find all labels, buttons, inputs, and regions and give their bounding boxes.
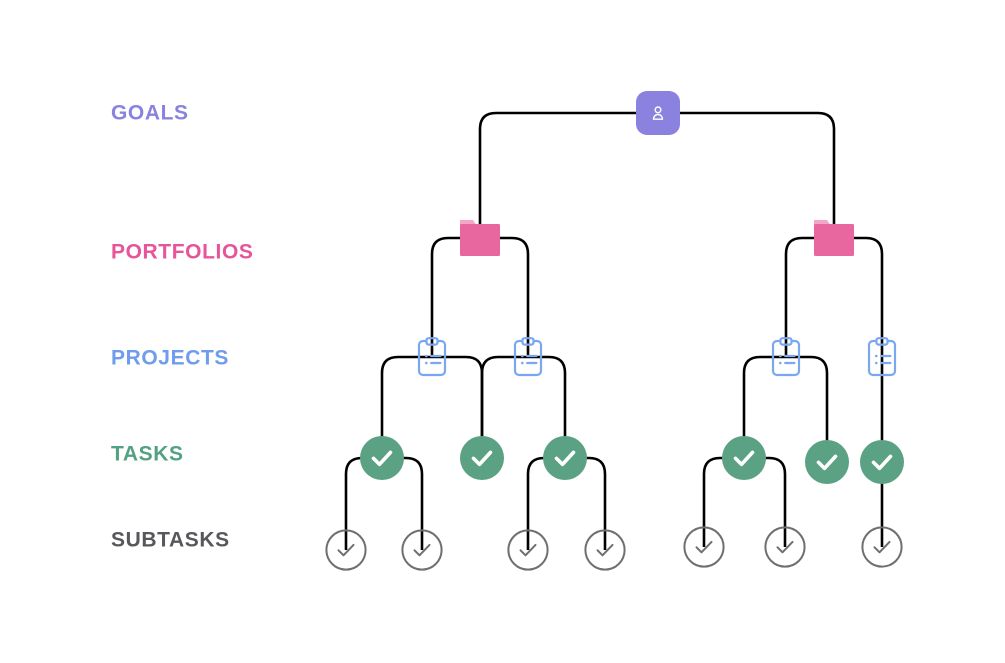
clipboard-list-icon <box>769 336 803 378</box>
check-circle-filled-icon <box>543 436 587 480</box>
task-node-t4[interactable] <box>722 436 766 480</box>
portfolio-node-p2[interactable] <box>811 217 857 259</box>
clipboard-list-icon <box>415 336 449 378</box>
subtask-node-s3[interactable] <box>507 529 549 571</box>
task-node-t1[interactable] <box>360 436 404 480</box>
clipboard-list-icon <box>865 336 899 378</box>
project-node-pr4[interactable] <box>865 336 899 378</box>
task-node-t6[interactable] <box>860 440 904 484</box>
task-node-t3[interactable] <box>543 436 587 480</box>
row-label-portfolios: PORTFOLIOS <box>111 240 254 264</box>
project-node-pr1[interactable] <box>415 336 449 378</box>
subtask-node-s4[interactable] <box>584 529 626 571</box>
subtask-node-s2[interactable] <box>401 529 443 571</box>
check-circle-outline-icon <box>683 526 725 568</box>
row-label-goals: GOALS <box>111 101 189 125</box>
check-circle-filled-icon <box>360 436 404 480</box>
project-node-pr2[interactable] <box>511 336 545 378</box>
check-circle-outline-icon <box>325 529 367 571</box>
task-node-t5[interactable] <box>805 440 849 484</box>
subtask-node-s7[interactable] <box>861 526 903 568</box>
check-circle-filled-icon <box>860 440 904 484</box>
check-circle-outline-icon <box>861 526 903 568</box>
row-label-projects: PROJECTS <box>111 346 229 370</box>
check-circle-filled-icon <box>722 436 766 480</box>
goal-node-g1[interactable] <box>636 91 680 135</box>
check-circle-outline-icon <box>764 526 806 568</box>
folder-icon <box>811 217 857 259</box>
check-circle-filled-icon <box>805 440 849 484</box>
project-node-pr3[interactable] <box>769 336 803 378</box>
subtask-node-s5[interactable] <box>683 526 725 568</box>
link-g1-to-p1 <box>478 111 658 238</box>
portfolio-node-p1[interactable] <box>457 217 503 259</box>
clipboard-list-icon <box>511 336 545 378</box>
check-circle-outline-icon <box>584 529 626 571</box>
row-label-tasks: TASKS <box>111 442 184 466</box>
subtask-node-s1[interactable] <box>325 529 367 571</box>
check-circle-outline-icon <box>401 529 443 571</box>
person-icon <box>648 103 668 123</box>
link-g1-to-p2 <box>658 111 836 238</box>
check-circle-filled-icon <box>460 436 504 480</box>
folder-icon <box>457 217 503 259</box>
task-node-t2[interactable] <box>460 436 504 480</box>
row-label-subtasks: SUBTASKS <box>111 528 230 552</box>
check-circle-outline-icon <box>507 529 549 571</box>
subtask-node-s6[interactable] <box>764 526 806 568</box>
